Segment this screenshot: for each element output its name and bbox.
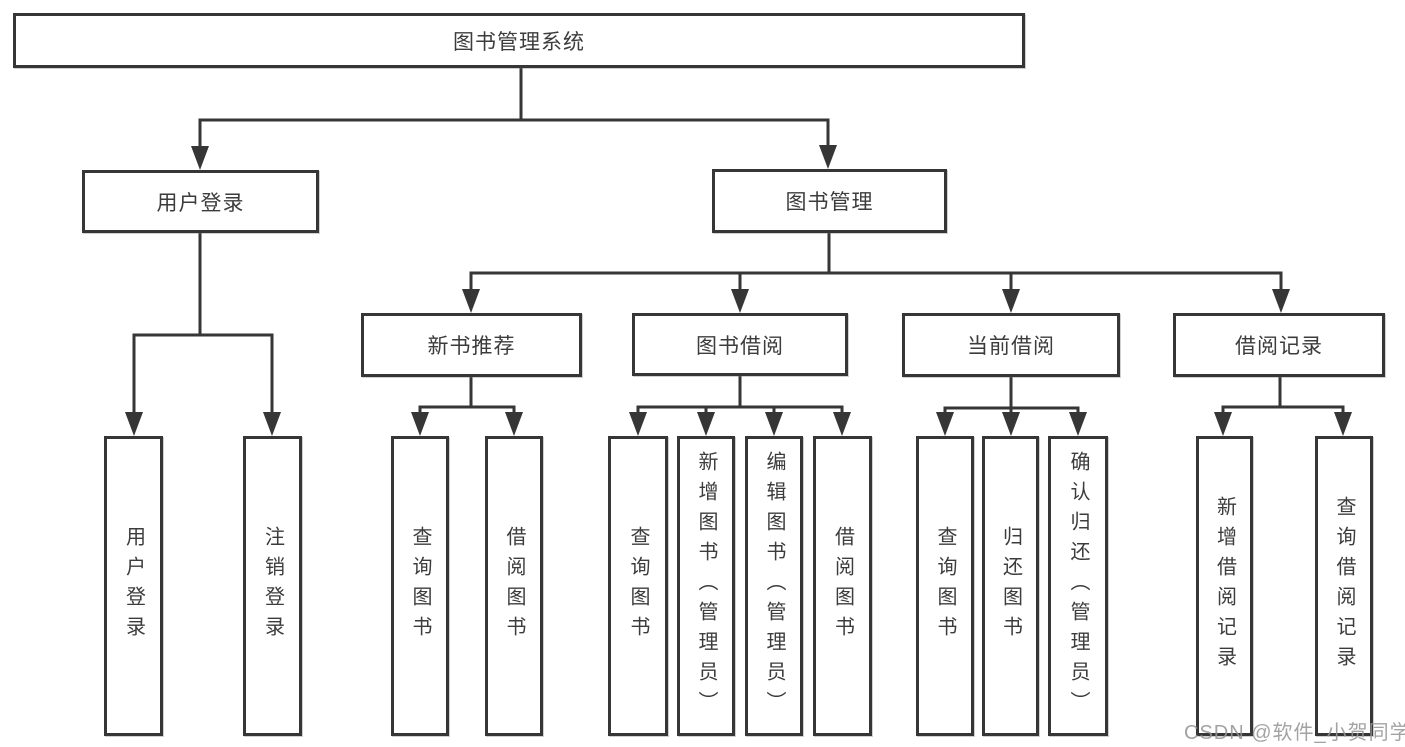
- node-book-management: 图书管理: [712, 169, 947, 233]
- leaf-return-books: 归还图书: [982, 436, 1039, 736]
- leaf-add-book-admin: 新增图书（管理员）: [677, 436, 735, 736]
- leaf-logout: 注销登录: [243, 436, 302, 736]
- leaf-search-borrow-record: 查询借阅记录: [1315, 436, 1373, 736]
- node-current-borrowing: 当前借阅: [902, 313, 1120, 377]
- leaf-edit-book-admin: 编辑图书（管理员）: [745, 436, 803, 736]
- node-new-book-recommend: 新书推荐: [361, 313, 582, 377]
- node-library-management-system: 图书管理系统: [13, 13, 1025, 68]
- leaf-add-borrow-record: 新增借阅记录: [1196, 436, 1253, 736]
- node-user-login: 用户登录: [82, 170, 319, 233]
- node-borrow-records: 借阅记录: [1173, 313, 1385, 377]
- leaf-search-books-current: 查询图书: [916, 436, 974, 736]
- leaf-borrow-books-recommend: 借阅图书: [485, 436, 543, 736]
- leaf-user-login: 用户登录: [104, 436, 163, 736]
- leaf-borrow-books: 借阅图书: [813, 436, 872, 736]
- leaf-search-books-borrowing: 查询图书: [608, 436, 668, 736]
- leaf-confirm-return-admin: 确认归还（管理员）: [1048, 436, 1108, 736]
- csdn-watermark: CSDN @软件_小贺同学: [1184, 722, 1405, 744]
- node-book-borrowing: 图书借阅: [632, 313, 848, 376]
- leaf-search-books-recommend: 查询图书: [391, 436, 449, 736]
